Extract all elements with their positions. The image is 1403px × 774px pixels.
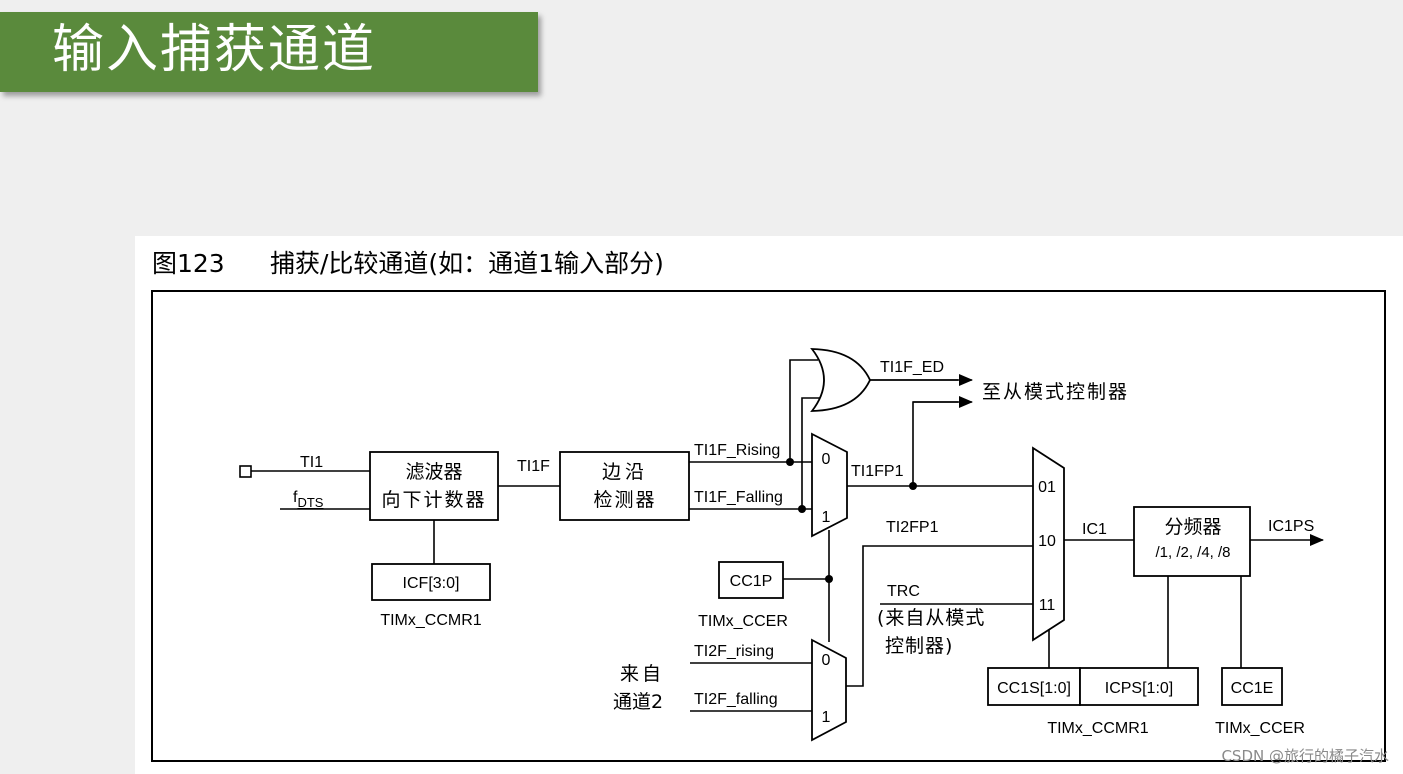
mux-in-11: 11 [1039,597,1056,614]
icps-box [1079,667,1199,706]
figure-caption: 捕获/比较通道(如：通道1输入部分) [270,249,664,278]
edge-detector-block [559,451,690,521]
polarity-mux-1: 1 [822,509,831,526]
slave-mode-label: 至从模式控制器 [982,381,1129,403]
cc1e-box [1221,667,1283,706]
prescaler-label-2: /1, /2, /4, /8 [1155,544,1230,561]
cc1p-register: TIMx_CCER [698,613,788,630]
figure-number: 图123 [152,249,225,278]
polarity-mux-0: 0 [822,451,831,468]
ti1f-falling-label: TI1F_Falling [694,489,783,506]
mux-in-10: 10 [1038,533,1056,550]
ti2fp1-label: TI2FP1 [886,519,939,536]
edge-label-2: 检测器 [593,489,656,511]
cc1s-box [987,667,1081,706]
ti1f-rising-label: TI1F_Rising [694,442,780,459]
cc1e-label: CC1E [1231,680,1274,697]
ti1-input-pin [239,465,252,478]
input-select-mux [1032,446,1065,642]
trc-note-1: (来自从模式 [877,607,985,629]
or-gate [810,348,871,412]
trc-label: TRC [887,583,920,600]
cc1p-label: CC1P [730,573,773,590]
from-ch2-1: 来自 [620,663,664,685]
ic1-label: IC1 [1082,521,1107,538]
ti2f-rising-label: TI2F_rising [694,643,774,660]
prescaler-block [1133,506,1251,577]
capture-channel-diagram: 图123 捕获/比较通道(如：通道1输入部分) [151,249,1386,762]
junction-dots [786,458,917,583]
title-banner: 输入捕获通道 [0,12,538,92]
ti2-mux-0: 0 [822,652,831,669]
diagram-frame [151,290,1386,762]
slide-title: 输入捕获通道 [52,20,377,80]
edge-label-1: 边沿 [602,461,648,483]
cc1p-box [718,561,784,599]
trc-note-2: 控制器) [885,635,953,657]
polarity-mux [811,432,848,538]
icf-register: TIMx_CCMR1 [380,612,481,629]
filter-block [369,451,499,521]
ccer-register: TIMx_CCER [1215,720,1305,737]
filter-label-1: 滤波器 [405,461,462,483]
ti2-mux-1: 1 [822,709,831,726]
icf-box [371,563,491,601]
mux-in-01: 01 [1038,479,1056,496]
prescaler-label-1: 分频器 [1164,516,1221,538]
ti1f-label: TI1F [517,458,550,475]
icps-label: ICPS[1:0] [1105,680,1173,697]
ti1-label: TI1 [300,454,323,471]
ti1fp1-label: TI1FP1 [851,463,904,480]
ti1f-ed-label: TI1F_ED [880,359,944,376]
figure-panel: 图123 捕获/比较通道(如：通道1输入部分) [135,236,1403,774]
ccmr1-register: TIMx_CCMR1 [1047,720,1148,737]
ti2-polarity-mux [811,638,847,742]
filter-label-2: 向下计数器 [381,489,486,511]
icf-label: ICF[3:0] [403,575,460,592]
cc1s-label: CC1S[1:0] [997,680,1071,697]
fdts-label: fDTS [293,489,324,510]
from-ch2-2: 通道2 [613,691,663,713]
watermark: CSDN @旅行的橘子汽水 [1221,747,1389,765]
ic1ps-label: IC1PS [1268,518,1314,535]
ti2f-falling-label: TI2F_falling [694,691,778,708]
